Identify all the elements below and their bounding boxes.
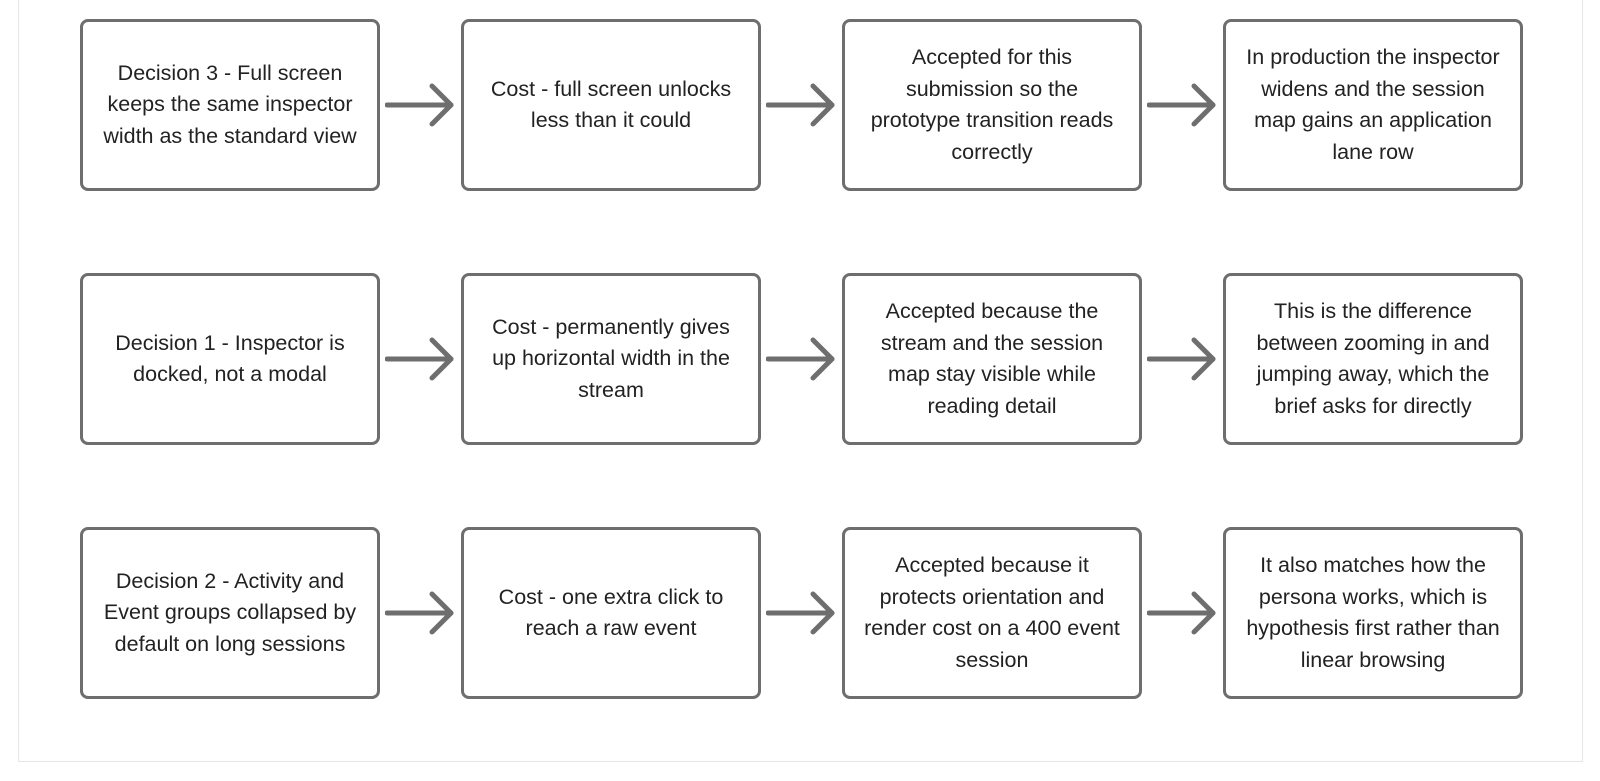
cost-text: Cost - one extra click to reach a raw ev… [498,584,724,641]
outcome-text: This is the difference between zooming i… [1256,299,1490,418]
acceptance-text: Accepted because the stream and the sess… [880,299,1104,418]
arrow-right-icon [766,589,840,637]
acceptance-text: Accepted because it protects orientation… [864,553,1120,672]
decision-text: Decision 2 - Activity and Event groups c… [103,568,357,656]
decision-row-1: Decision 1 - Inspector is docked, not a … [0,273,1600,445]
decision-box: Decision 2 - Activity and Event groups c… [80,527,380,699]
arrow-right-icon [766,81,840,129]
cost-box: Cost - one extra click to reach a raw ev… [461,527,761,699]
acceptance-box: Accepted for this submission so the prot… [842,19,1142,191]
frame-bottom-border [18,761,1583,762]
acceptance-text: Accepted for this submission so the prot… [870,45,1114,164]
arrow-right-icon [1147,335,1221,383]
decision-row-2: Decision 2 - Activity and Event groups c… [0,527,1600,699]
arrow-right-icon [1147,589,1221,637]
arrow-right-icon [1147,81,1221,129]
cost-text: Cost - permanently gives up horizontal w… [492,314,730,402]
arrow-right-icon [766,335,840,383]
cost-box: Cost - permanently gives up horizontal w… [461,273,761,445]
outcome-box: This is the difference between zooming i… [1223,273,1523,445]
frame-left-border [18,0,19,762]
outcome-box: In production the inspector widens and t… [1223,19,1523,191]
arrow-right-icon [385,81,459,129]
cost-text: Cost - full screen unlocks less than it … [490,76,732,133]
decision-box: Decision 1 - Inspector is docked, not a … [80,273,380,445]
decision-box: Decision 3 - Full screen keeps the same … [80,19,380,191]
decision-text: Decision 3 - Full screen keeps the same … [103,60,357,148]
outcome-text: In production the inspector widens and t… [1246,45,1500,164]
frame-right-border [1582,0,1583,762]
acceptance-box: Accepted because the stream and the sess… [842,273,1142,445]
cost-box: Cost - full screen unlocks less than it … [461,19,761,191]
decision-text: Decision 1 - Inspector is docked, not a … [115,330,345,387]
arrow-right-icon [385,589,459,637]
arrow-right-icon [385,335,459,383]
outcome-text: It also matches how the persona works, w… [1246,553,1500,672]
acceptance-box: Accepted because it protects orientation… [842,527,1142,699]
outcome-box: It also matches how the persona works, w… [1223,527,1523,699]
decision-row-3: Decision 3 - Full screen keeps the same … [0,19,1600,191]
